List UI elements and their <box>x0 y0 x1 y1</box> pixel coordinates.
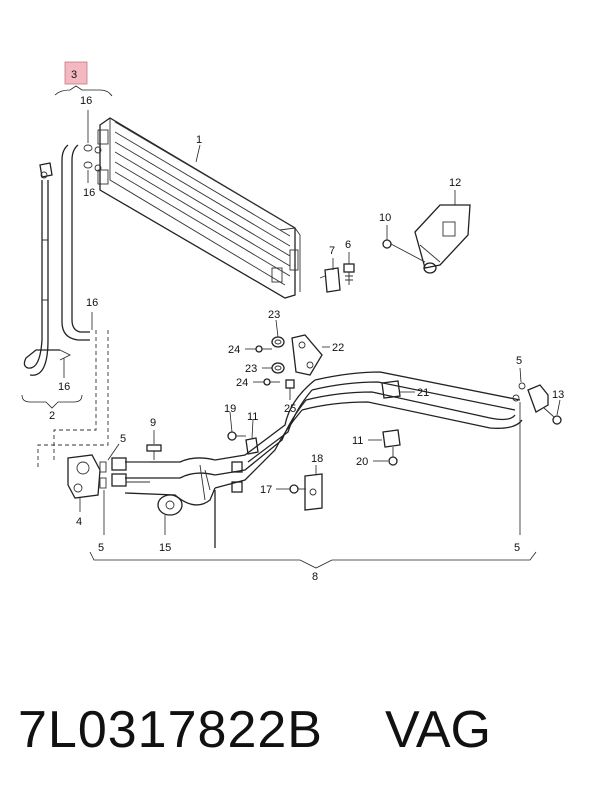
callout-15[interactable]: 15 <box>159 542 171 554</box>
callout-2[interactable]: 2 <box>49 410 55 422</box>
callout-11-b[interactable]: 11 <box>352 435 363 447</box>
callout-13[interactable]: 13 <box>552 389 564 401</box>
callout-3[interactable]: 3 <box>71 69 77 81</box>
callout-18[interactable]: 18 <box>311 453 323 465</box>
clip-11-right <box>382 429 401 448</box>
callout-1[interactable]: 1 <box>196 134 202 146</box>
callout-24-b[interactable]: 24 <box>236 377 248 389</box>
callout-16-b[interactable]: 16 <box>83 187 95 199</box>
callout-22[interactable]: 22 <box>332 342 344 354</box>
callout-5-c[interactable]: 5 <box>516 355 522 367</box>
callout-5-a[interactable]: 5 <box>120 433 126 445</box>
clip-21 <box>381 380 401 399</box>
callout-12[interactable]: 12 <box>449 177 461 189</box>
callout-3-highlight <box>64 61 88 85</box>
callout-17[interactable]: 17 <box>260 484 272 496</box>
fitting-right-end <box>527 384 549 413</box>
bolt-20 <box>388 447 398 466</box>
seal-5-left <box>99 461 107 489</box>
callout-16-d[interactable]: 16 <box>58 381 70 393</box>
callout-16-c[interactable]: 16 <box>86 297 98 309</box>
adapter-4 <box>67 454 101 499</box>
bolt-17 <box>289 484 306 494</box>
grommet-23-lower <box>271 362 285 374</box>
clip-7 <box>319 267 341 293</box>
bolt-24-upper <box>255 345 272 353</box>
oil-cooler-radiator <box>97 117 301 299</box>
callout-23-b[interactable]: 23 <box>245 363 257 375</box>
callout-5-b[interactable]: 5 <box>98 542 104 554</box>
callout-6[interactable]: 6 <box>345 239 351 251</box>
fittings-cluster <box>111 457 243 493</box>
callout-11-a[interactable]: 11 <box>247 411 258 423</box>
bolt-19 <box>227 431 246 441</box>
callout-8[interactable]: 8 <box>312 571 318 583</box>
callout-5-d[interactable]: 5 <box>514 542 520 554</box>
callout-19[interactable]: 19 <box>224 403 236 415</box>
callout-10[interactable]: 10 <box>379 212 391 224</box>
bracket-18 <box>304 473 323 511</box>
mounting-bracket-12 <box>414 204 471 274</box>
callout-20[interactable]: 20 <box>356 456 368 468</box>
brand-caption: VAG <box>385 701 491 759</box>
oil-pipes-8 <box>124 371 523 548</box>
return-pipe <box>23 144 90 376</box>
part-number-caption: 7L0317822B <box>18 701 323 759</box>
callout-7[interactable]: 7 <box>329 245 335 257</box>
fitting-15 <box>157 494 183 516</box>
callout-23-a[interactable]: 23 <box>268 309 280 321</box>
seal-group-upper <box>83 144 102 172</box>
bolt-25 <box>285 379 295 400</box>
bracket-22 <box>291 334 323 376</box>
callout-16-a[interactable]: 16 <box>80 95 92 107</box>
bolt-6 <box>343 263 355 285</box>
clip-11-left <box>245 437 259 455</box>
parts-diagram: 3 1 2 16 16 1 <box>21 61 564 583</box>
grommet-23-upper <box>271 336 285 348</box>
callout-4[interactable]: 4 <box>76 516 82 528</box>
bolt-9 <box>146 444 162 460</box>
callout-24-a[interactable]: 24 <box>228 344 240 356</box>
callout-9[interactable]: 9 <box>150 417 156 429</box>
callout-21[interactable]: 21 <box>417 387 429 399</box>
bolt-13 <box>543 407 562 425</box>
bolt-24-lower <box>263 378 280 386</box>
seal-5-right <box>512 382 526 402</box>
